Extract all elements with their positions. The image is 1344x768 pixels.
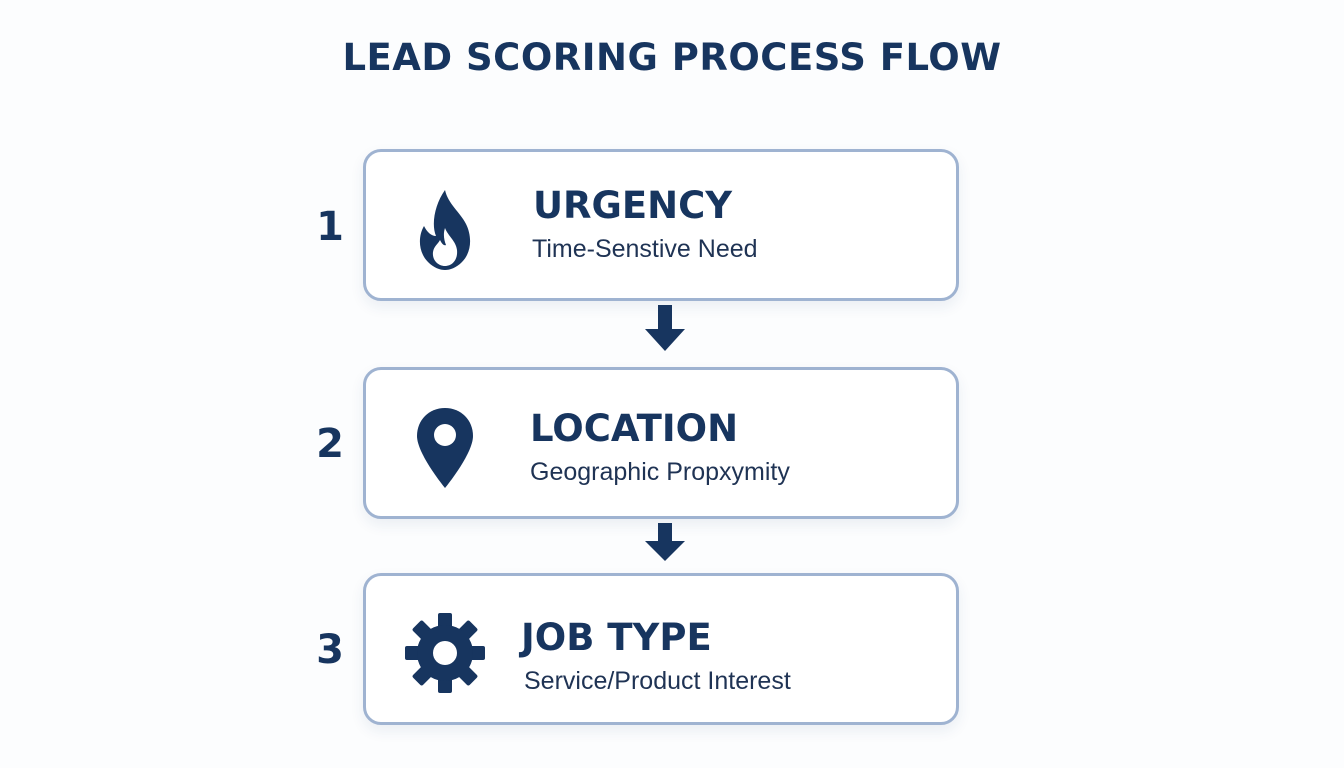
step-heading: JOB TYPE [521,616,712,659]
step-heading: LOCATION [530,407,739,450]
diagram-title: LEAD SCORING PROCESS FLOW [342,36,1002,79]
step-subtitle: Time-Senstive Need [532,235,758,263]
down-arrow-icon [643,523,687,571]
step-number-2: 2 [316,421,344,467]
flame-icon [402,186,488,272]
step-subtitle: Service/Product Interest [524,667,791,695]
down-arrow-icon [643,305,687,353]
step-number-1: 1 [316,204,344,250]
step-card-job-type: JOB TYPE Service/Product Interest [363,573,959,725]
step-number-3: 3 [316,627,344,673]
step-heading: URGENCY [533,184,733,227]
map-pin-icon [402,404,488,490]
step-card-urgency: URGENCY Time-Senstive Need [363,149,959,301]
gear-icon [402,610,488,696]
step-subtitle: Geographic Propxymity [530,458,790,486]
step-card-location: LOCATION Geographic Propxymity [363,367,959,519]
